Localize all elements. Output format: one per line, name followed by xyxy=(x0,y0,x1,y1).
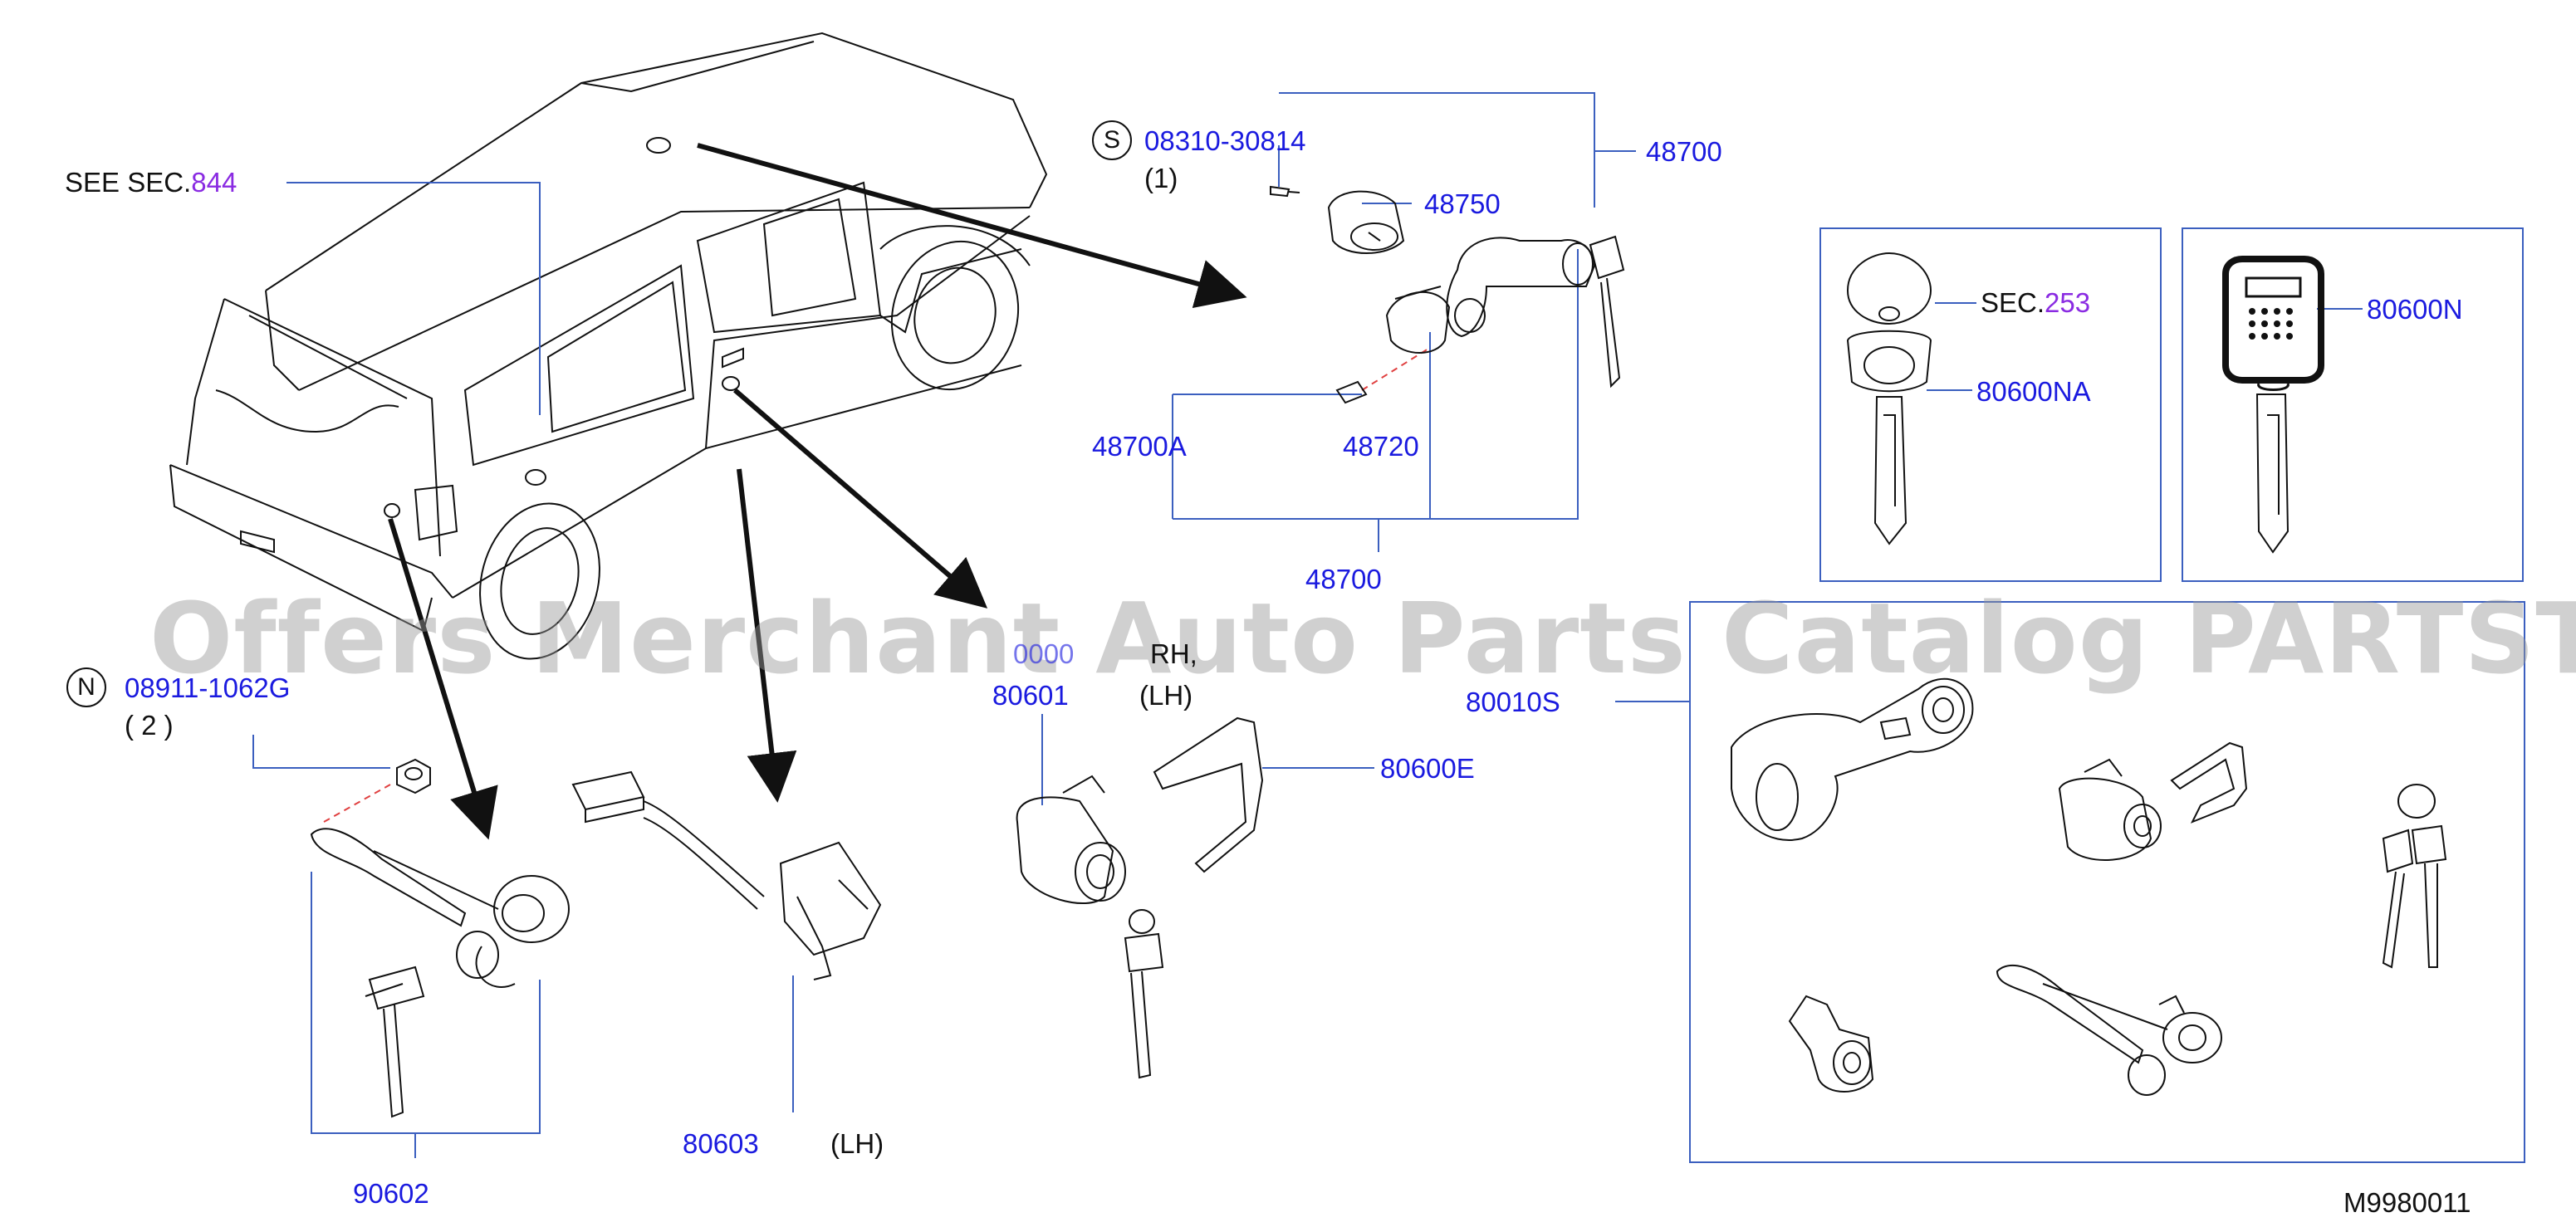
door-lock-actuator xyxy=(571,770,882,980)
part-80600na[interactable]: 80600NA xyxy=(1976,376,2091,407)
catalog-code: M9980011 xyxy=(2343,1187,2471,1218)
part-80601-partial: 0000 xyxy=(1013,638,1075,669)
direction-arrows xyxy=(388,143,1247,840)
rh-label: RH, xyxy=(1150,638,1197,669)
part-80600n[interactable]: 80600N xyxy=(2367,294,2463,325)
assembly-hints xyxy=(323,348,1429,823)
nut-part-number[interactable]: 08911-1062G xyxy=(125,672,291,703)
part-80603[interactable]: 80603 xyxy=(683,1128,759,1159)
front-door-lock xyxy=(1016,716,1264,1079)
nut-symbol: N xyxy=(66,667,106,707)
screw-symbol: S xyxy=(1092,120,1132,160)
part-90602[interactable]: 90602 xyxy=(353,1178,429,1209)
key-section-number[interactable]: 253 xyxy=(2045,287,2091,318)
ignition-lock-assembly xyxy=(1270,185,1625,404)
lh-label-80603: (LH) xyxy=(830,1128,884,1159)
screw-quantity: (1) xyxy=(1144,163,1178,193)
key-80600n xyxy=(2222,256,2324,554)
part-48700-top[interactable]: 48700 xyxy=(1646,136,1722,167)
key-80600na xyxy=(1846,252,1932,545)
part-48700-bottom[interactable]: 48700 xyxy=(1305,564,1382,594)
part-48750[interactable]: 48750 xyxy=(1424,188,1501,219)
lh-label-80601: (LH) xyxy=(1139,680,1193,711)
screw-part-number[interactable]: 08310-30814 xyxy=(1144,125,1306,156)
part-80600e[interactable]: 80600E xyxy=(1380,753,1475,784)
part-80010s[interactable]: 80010S xyxy=(1466,687,1560,717)
key-section-prefix: SEC. xyxy=(1981,287,2045,318)
see-section-prefix: SEE SEC. xyxy=(65,167,192,198)
kit-boxes xyxy=(1689,227,2525,1163)
see-section-number[interactable]: 844 xyxy=(191,167,238,198)
part-80601[interactable]: 80601 xyxy=(992,680,1069,711)
nut-quantity: ( 2 ) xyxy=(125,710,174,741)
vehicle-drawing xyxy=(169,32,1048,660)
part-48700a[interactable]: 48700A xyxy=(1092,431,1187,462)
lock-set-80010s xyxy=(1731,677,2447,1096)
part-48720[interactable]: 48720 xyxy=(1343,431,1419,462)
leader-lines xyxy=(252,92,2363,1158)
see-section-label: SEE SEC.844 xyxy=(65,169,237,196)
back-door-lock xyxy=(310,758,570,1118)
key-section-label: SEC.253 xyxy=(1981,289,2090,316)
watermark: Offers Merchant Auto Parts Catalog PARTS… xyxy=(149,581,2576,696)
